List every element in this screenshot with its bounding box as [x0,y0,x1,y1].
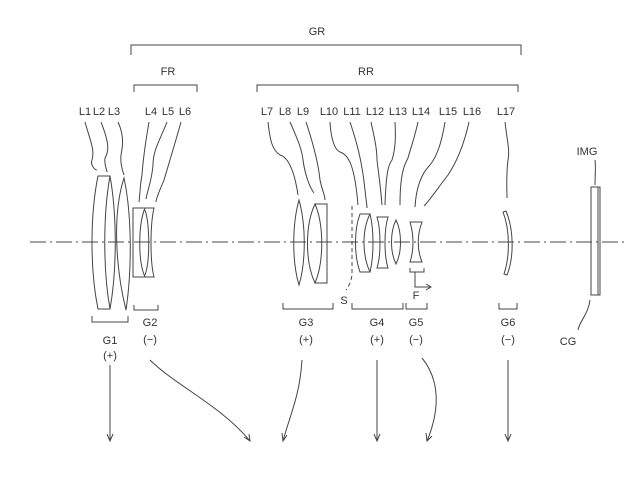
group-name: G5 [409,317,424,329]
lens-label: L3 [108,106,120,118]
lens-label: L16 [463,106,481,118]
group-name: G3 [299,317,314,329]
img-label: IMG [577,146,598,158]
lens-label: L15 [439,106,457,118]
lens-group-g5 [409,221,423,263]
g6-movement-arrow [504,360,512,443]
lens-group-g1 [91,175,131,311]
focus-arrow [409,268,432,291]
group-name: G1 [103,335,118,347]
lens-label: L12 [366,106,384,118]
group-sign: (−) [143,334,157,346]
group-name: G2 [143,317,158,329]
lens-label: L11 [343,106,361,118]
leader-lines [84,121,596,209]
lens-group-g3 [293,198,328,287]
lens-label: L8 [279,106,291,118]
stop-label: S [340,295,347,307]
fr-bracket [133,84,198,92]
lens-label: L17 [497,106,515,118]
fr-label: FR [161,66,176,78]
g4-movement-arrow [373,360,381,443]
g2-movement-arrow [149,359,251,443]
group-sign: (+) [370,334,384,346]
group-name: G6 [501,317,516,329]
g3-movement-arrow [281,359,303,443]
gr-bracket [130,44,522,55]
lens-label: L6 [179,106,191,118]
lens-label: L14 [412,106,430,118]
cover-glass [590,186,601,296]
cg-label: CG [560,336,577,348]
group-sign: (−) [409,334,423,346]
lens-label: L5 [162,106,174,118]
lens-label: L1 [79,106,91,118]
group-labels: G1 (+) G2 (−) G3 (+) G4 (+) G5 (−) G6 (−… [103,317,516,362]
focus-label: F [413,290,420,302]
lens-label: L4 [145,106,157,118]
aperture-stop [345,206,353,291]
group-sign: (+) [103,350,117,362]
lens-labels: L1 L2 L3 L4 L5 L6 L7 L8 L9 L10 L11 L12 L… [79,106,515,118]
rr-bracket [256,84,519,92]
lens-group-g2 [132,207,155,278]
lens-label: L13 [389,106,407,118]
lens-label: L2 [93,106,105,118]
gr-label: GR [309,26,326,38]
g1-movement-arrow [106,365,114,443]
g5-movement-arrow [421,357,437,443]
rr-label: RR [358,66,374,78]
movement-arrows [106,357,512,443]
group-sign: (+) [299,334,313,346]
group-name: G4 [370,317,385,329]
lens-label: L9 [297,106,309,118]
cg-leader [577,299,591,331]
lens-label: L10 [320,106,338,118]
lens-group-g4 [355,213,401,273]
group-brackets [91,303,518,323]
lens-group-g6 [502,210,513,276]
lens-label: L7 [261,106,273,118]
group-sign: (−) [501,334,515,346]
